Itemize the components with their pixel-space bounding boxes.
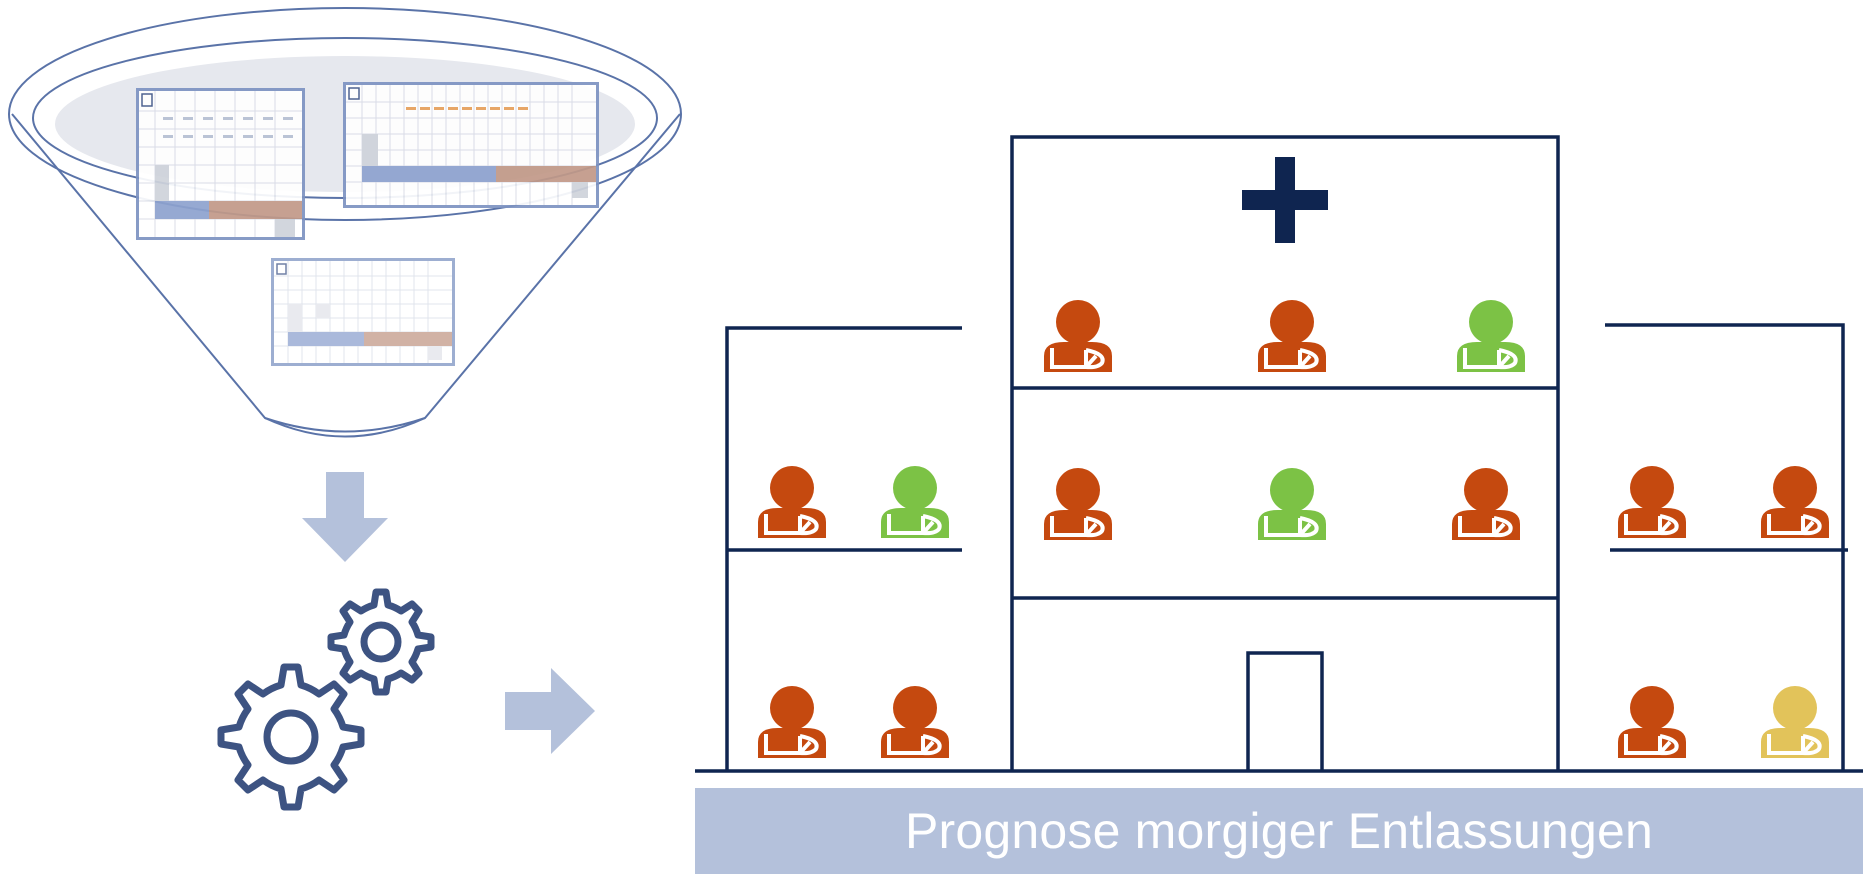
patient-green-icon [1258,468,1326,540]
forecast-banner: Prognose morgiger Entlassungen [695,788,1863,874]
patient-green-icon [881,466,949,538]
patient-red-icon [1258,300,1326,372]
funnel-rim-outer [8,7,682,221]
medical-cross-icon [1242,157,1328,243]
patient-red-icon [1452,468,1520,540]
patient-red-icon [1618,466,1686,538]
right-wing-outline [1605,323,1845,771]
door [1246,651,1324,771]
funnel-body [11,113,681,433]
patient-red-icon [1044,468,1112,540]
table-thumbnail-3 [271,258,455,366]
center-wing-outline [1010,135,1560,771]
left-wing-outline [725,326,962,771]
arrow-right-icon [505,668,595,754]
patient-red-icon [1761,466,1829,538]
patient-red-icon [1618,686,1686,758]
patient-red-icon [758,686,826,758]
patient-red-icon [1044,300,1112,372]
arrow-down-icon [302,472,388,562]
patient-green-icon [1457,300,1525,372]
patient-red-icon [881,686,949,758]
table-thumbnail-2 [343,82,599,208]
patient-red-icon [758,466,826,538]
funnel-spout [264,417,426,438]
table-thumbnail-1 [136,88,305,240]
banner-label: Prognose morgiger Entlassungen [904,803,1654,859]
gears-icon [217,588,435,811]
patient-yellow-icon [1761,686,1829,758]
